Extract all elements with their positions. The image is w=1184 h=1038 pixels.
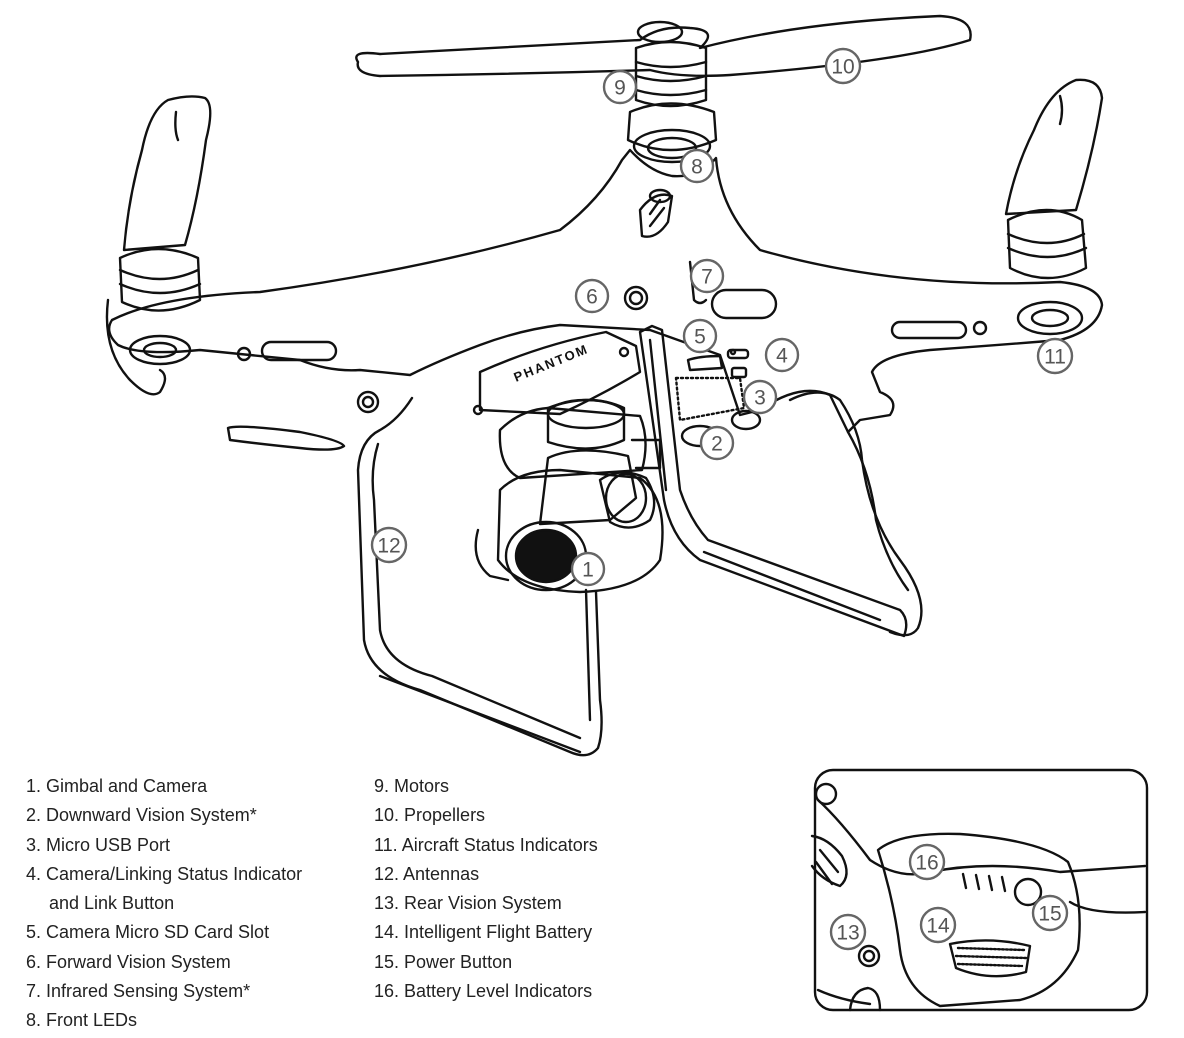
callout-circle-7 [689, 258, 725, 294]
callout-label-3: 3 [754, 387, 766, 410]
legend-item: 6. Forward Vision System [26, 951, 231, 972]
legend-item: 2. Downward Vision System* [26, 805, 257, 826]
callout-circle-2 [699, 425, 735, 461]
callout-circle-12 [370, 526, 408, 564]
legend-item: 8. Front LEDs [26, 1010, 138, 1031]
callout-label-12: 12 [377, 535, 400, 558]
flight-battery [876, 832, 1081, 1008]
gimbal-and-camera [474, 398, 664, 594]
callout-label-5: 5 [694, 326, 706, 349]
legend-item: 7. Infrared Sensing System* [26, 981, 251, 1002]
legend-right: 9. Motors 10. Propellers 11. Aircraft St… [374, 772, 598, 1006]
phantom-logo: PHANTOM [512, 341, 591, 385]
legend-item: 3. Micro USB Port [26, 834, 171, 855]
callout-label-11: 11 [1044, 346, 1066, 369]
legend-item: 9. Motors [374, 776, 450, 796]
legend-item: 14. Intelligent Flight Battery [374, 922, 593, 943]
callout-circle-10 [824, 47, 862, 85]
legend-item-continuation: and Link Button [49, 893, 175, 914]
gimbal-mount [478, 330, 642, 416]
callout-label-6: 6 [586, 286, 598, 309]
callout-circle-1 [570, 551, 606, 587]
legend-item: 1. Gimbal and Camera [26, 776, 208, 796]
legend-item: 16. Battery Level Indicators [374, 981, 593, 1002]
callout-label-9: 9 [614, 77, 626, 100]
callout-circle-9 [602, 69, 638, 105]
callout-circle-11 [1036, 337, 1074, 375]
callout-label-2: 2 [711, 433, 723, 456]
right-motor [1006, 208, 1088, 336]
legend-item: 4. Camera/Linking Status Indicator [26, 863, 303, 884]
legend-left: 1. Gimbal and Camera 2. Downward Vision … [26, 772, 302, 1036]
left-motor [118, 247, 202, 366]
callout-label-1: 1 [582, 559, 594, 582]
legend-item: 5. Camera Micro SD Card Slot [26, 922, 270, 943]
callout-circle-16 [908, 843, 946, 881]
front-motor [626, 40, 718, 164]
callout-label-13: 13 [836, 922, 859, 945]
left-propeller [122, 95, 212, 252]
right-propeller [1004, 78, 1104, 216]
legend-item: 15. Power Button [374, 951, 513, 972]
callout-label-10: 10 [831, 56, 854, 79]
right-landing-gear [702, 391, 923, 637]
callout-label-14: 14 [926, 915, 950, 938]
callout-circle-5 [682, 318, 718, 354]
callout-label-7: 7 [701, 266, 713, 289]
callout-circle-8 [679, 148, 715, 184]
callout-circle-4 [764, 337, 800, 373]
callout-circle-6 [574, 278, 610, 314]
callout-label-4: 4 [776, 345, 788, 368]
legend-item: 12. Antennas [374, 863, 480, 884]
left-landing-gear [356, 396, 603, 757]
callout-label-8: 8 [691, 156, 703, 179]
callout-circle-3 [742, 379, 778, 415]
callout-label-16: 16 [915, 852, 938, 875]
legend-item: 13. Rear Vision System [374, 893, 562, 914]
front-propeller [355, 14, 972, 78]
legend-item: 11. Aircraft Status Indicators [374, 834, 598, 855]
callout-circle-15 [1031, 894, 1069, 932]
callout-circle-13 [829, 913, 867, 951]
aircraft-body [107, 148, 1104, 434]
antenna [638, 324, 908, 638]
callout-circle-14 [919, 906, 957, 944]
rear-view-inset: 13 14 15 16 [810, 768, 1149, 1012]
callout-label-15: 15 [1038, 903, 1061, 926]
legend-item: 10. Propellers [374, 805, 486, 826]
